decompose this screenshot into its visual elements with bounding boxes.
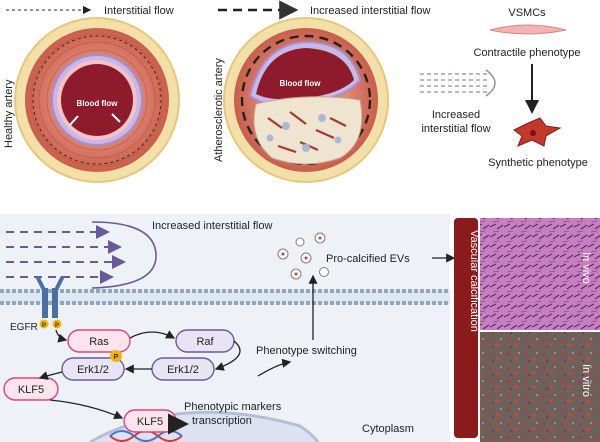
in-vivo-label: In vivo — [580, 252, 592, 284]
vsmc-increased-flow-line2: interstitial flow — [421, 123, 490, 135]
egfr-receptor-icon: P P — [36, 276, 64, 329]
synthetic-phenotype-label: Synthetic phenotype — [488, 157, 588, 169]
healthy-artery-label: Healthy artery — [3, 79, 15, 148]
healthy-blood-flow-label: Blood flow — [77, 99, 119, 108]
klf5-nucleus-label: KLF5 — [137, 416, 163, 428]
vsmcs-title: VSMCs — [508, 7, 546, 19]
ev-particles-icon — [277, 232, 329, 280]
atherosclerotic-artery-illustration: Blood flow — [223, 17, 389, 183]
egfr-phospho-left: P — [42, 323, 46, 329]
erk-left-label: Erk1/2 — [77, 364, 109, 376]
vascular-calcification-bar — [454, 218, 478, 438]
ras-label: Ras — [89, 336, 109, 348]
contractile-cell-icon — [489, 24, 567, 35]
cell-membrane — [0, 289, 450, 305]
phenotype-switching-label: Phenotype switching — [256, 345, 357, 357]
erk-phospho-icon — [110, 350, 122, 362]
atherosclerotic-artery-label: Atherosclerotic artery — [213, 58, 225, 162]
vsmc-increased-flow-line1: Increased — [432, 109, 480, 121]
healthy-artery-illustration: Blood flow — [14, 17, 180, 183]
egfr-label: EGFR — [10, 322, 38, 333]
markers-label-line2: transcription — [192, 415, 252, 427]
erk-phospho-label: P — [114, 354, 119, 361]
pro-calcified-evs-label: Pro-calcified EVs — [326, 253, 410, 265]
pathway-arrows — [38, 253, 456, 420]
synthetic-cell-icon — [513, 117, 562, 147]
cytoplasm-label: Cytoplasm — [362, 423, 414, 435]
in-vitro-image — [480, 332, 600, 442]
in-vivo-image — [480, 218, 600, 330]
vsmc-flow-icon — [420, 69, 496, 97]
pathway-flow-icon — [6, 221, 157, 289]
erk-left-node — [61, 357, 125, 381]
legend-increased-flow-label: Increased interstitial flow — [310, 5, 430, 17]
in-vitro-label: In vitro — [580, 364, 592, 397]
pathway-flow-label: Increased interstitial flow — [152, 220, 272, 232]
legend-interstitial-flow: Interstitial flow — [6, 5, 174, 17]
klf5-cytoplasm-node — [3, 377, 59, 401]
raf-label: Raf — [196, 336, 214, 348]
vascular-calcification-label: Vascular calcification — [468, 230, 480, 332]
markers-label-line1: Phenotypic markers — [184, 401, 282, 413]
contractile-phenotype-label: Contractile phenotype — [473, 47, 580, 59]
ras-node — [67, 329, 131, 353]
egfr-phospho-right: P — [55, 323, 59, 329]
legend-interstitial-flow-label: Interstitial flow — [104, 5, 174, 17]
legend-increased-interstitial-flow: Increased interstitial flow — [218, 0, 430, 20]
erk-right-label: Erk1/2 — [167, 364, 199, 376]
klf5-cytoplasm-label: KLF5 — [18, 384, 44, 396]
atherosclerotic-blood-flow-label: Blood flow — [280, 79, 322, 88]
